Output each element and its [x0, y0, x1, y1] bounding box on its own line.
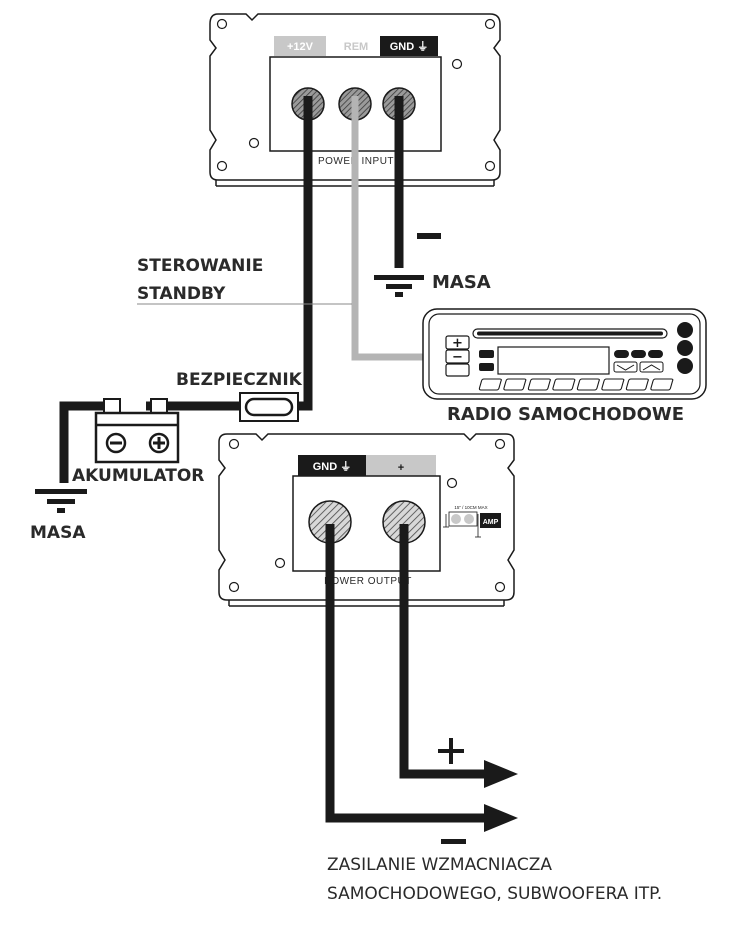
fuse — [239, 392, 299, 422]
screw-hole — [274, 557, 286, 569]
screw-hole — [216, 18, 228, 30]
minus-sign-output — [441, 839, 466, 844]
preset-button — [625, 378, 649, 391]
radio-blank-button — [445, 363, 470, 377]
wire-remote — [351, 96, 424, 361]
volume-up-button — [445, 335, 470, 350]
tab-output-gnd — [298, 455, 366, 476]
tab-output-gnd-label: GND ⏚ — [313, 460, 352, 473]
battery-negative-icon — [105, 432, 127, 454]
tab-gnd-label: GND ⏚ — [390, 40, 429, 53]
screw-hole — [228, 581, 240, 593]
ground-label-left: MASA — [30, 523, 86, 543]
battery-label: AKUMULATOR — [72, 466, 204, 486]
preset-button — [478, 378, 502, 391]
standby-label-line2: STANDBY — [137, 284, 226, 304]
screw-hole — [228, 438, 240, 450]
preset-button — [527, 378, 551, 391]
car-radio: + − — [422, 308, 707, 400]
indicator-caption: 15" / 10CM MAX — [454, 505, 487, 510]
fuse-label: BEZPIECZNIK — [176, 370, 303, 390]
preset-button — [650, 378, 674, 391]
ground-symbol-right — [374, 275, 424, 297]
power-output-unit: GND ⏚ + POWER OUTPUT 15" / 10CM MAX AMP — [218, 433, 515, 607]
minus-sign-input — [417, 233, 441, 239]
preset-button — [576, 378, 600, 391]
preset-button — [503, 378, 527, 391]
screw-hole — [248, 137, 260, 149]
radio-label: RADIO SAMOCHODOWE — [447, 404, 684, 425]
radio-display — [497, 346, 610, 375]
preset-button — [552, 378, 576, 391]
screw-hole — [484, 18, 496, 30]
volume-up-label: + — [452, 336, 463, 351]
arrow-plus-icon — [484, 760, 518, 788]
arrow-minus-icon — [484, 804, 518, 832]
standby-label-line1: STEROWANIE — [137, 256, 263, 276]
ground-label-right: MASA — [432, 272, 491, 293]
battery-positive-icon — [148, 432, 170, 454]
tab-gnd — [380, 36, 438, 56]
preset-button — [601, 378, 625, 391]
screw-hole — [494, 581, 506, 593]
tab-output-plus-label: + — [398, 462, 404, 474]
plus-sign-output — [438, 738, 464, 764]
wire-output-ground — [325, 524, 492, 823]
output-description-line1: ZASILANIE WZMACNIACZA — [327, 855, 552, 875]
wire-12v — [296, 96, 313, 411]
power-output-label: POWER OUTPUT — [324, 576, 412, 587]
preset-buttons — [478, 378, 674, 391]
wire-battery-ground — [59, 401, 118, 483]
volume-down-button — [445, 349, 470, 364]
volume-down-label: − — [452, 350, 463, 365]
screw-hole — [484, 160, 496, 172]
screw-hole — [216, 160, 228, 172]
wire-output-plus — [399, 524, 492, 779]
amp-indicator: 15" / 10CM MAX AMP — [443, 505, 501, 538]
output-description-line2: SAMOCHODOWEGO, SUBWOOFERA ITP. — [327, 884, 662, 904]
battery — [94, 398, 180, 464]
tab-12v — [274, 36, 326, 56]
amp-label: AMP — [483, 519, 499, 526]
ground-symbol-left — [35, 489, 87, 513]
tab-output-plus — [366, 455, 436, 476]
screw-hole — [494, 438, 506, 450]
tab-12v-label: +12V — [287, 41, 314, 53]
tab-rem-label: REM — [344, 41, 368, 53]
screw-hole — [446, 477, 458, 489]
screw-hole — [451, 58, 463, 70]
